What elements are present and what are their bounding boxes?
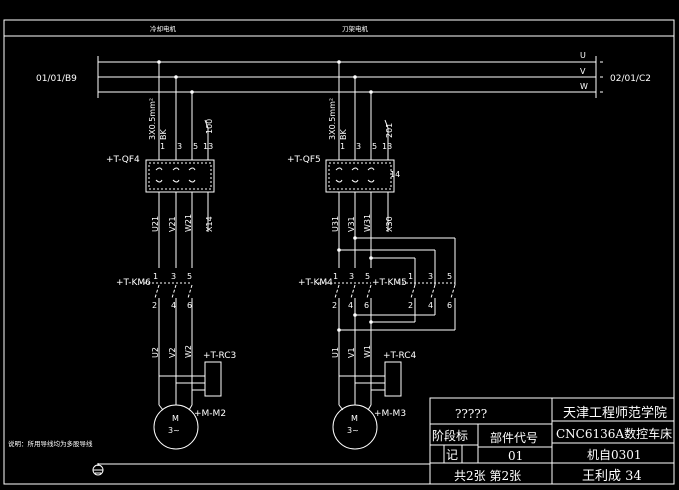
section-label-left: 冷却电机 bbox=[150, 24, 177, 33]
c1-term-top-1: 1 bbox=[160, 142, 165, 151]
title-unknown: ????? bbox=[455, 407, 487, 421]
c2-km-top-3: 3 bbox=[349, 272, 354, 281]
c2-motor-tag: +M-M3 bbox=[374, 409, 406, 419]
title-part-code-label: 部件代号 bbox=[490, 430, 538, 445]
cross-ref-right: 02/01/C2 bbox=[610, 74, 651, 84]
c1-phase-v2: V2 bbox=[168, 347, 177, 358]
c2-term-top-13: 13 bbox=[382, 142, 392, 151]
ground-icon bbox=[92, 463, 104, 476]
c1-km-top-5: 5 bbox=[187, 272, 192, 281]
c2-aux-bottom: X30 bbox=[385, 216, 394, 232]
c2-km-top-5: 5 bbox=[365, 272, 370, 281]
c1-motor-label: M bbox=[172, 414, 179, 423]
c1-motor-sub: 3~ bbox=[168, 426, 180, 435]
c2-phase-w31: W31 bbox=[363, 214, 372, 232]
c2-km5-bottom-2: 2 bbox=[408, 301, 413, 310]
c2-contactor1-label: +T-KM4 bbox=[298, 278, 333, 288]
c2-wire-bk: BK bbox=[339, 129, 348, 140]
c2-km5-bottom-4: 4 bbox=[428, 301, 433, 310]
title-stage-label: 阶段标 bbox=[432, 428, 468, 443]
title-part-code: 01 bbox=[508, 449, 523, 463]
c2-km5-top-1: 1 bbox=[408, 272, 413, 281]
circuit-2-wiring bbox=[318, 60, 456, 450]
c2-phase-v1: V1 bbox=[347, 347, 356, 358]
c1-rc-label: +T-RC3 bbox=[203, 351, 236, 361]
c1-phase-u2: U2 bbox=[151, 347, 160, 358]
c1-contactor-label: +T-KM6 bbox=[116, 278, 151, 288]
c2-aux-top: 201 bbox=[385, 123, 394, 138]
c2-phase-u31: U31 bbox=[331, 216, 340, 232]
wiring-note: 说明：所用导线均为多股导线 bbox=[8, 439, 93, 448]
c1-km-bottom-4: 4 bbox=[171, 301, 176, 310]
circuit-1-wiring bbox=[140, 60, 222, 450]
c1-km-bottom-6: 6 bbox=[187, 301, 192, 310]
c1-phase-u21: U21 bbox=[151, 216, 160, 232]
title-drawing-no: 机自0301 bbox=[587, 448, 642, 462]
bus-label-v: V bbox=[580, 67, 586, 76]
c2-km-top-1: 1 bbox=[333, 272, 338, 281]
cross-ref-left: 01/01/B9 bbox=[36, 74, 77, 84]
title-school: 天津工程师范学院 bbox=[563, 405, 667, 421]
c2-term-top-3: 3 bbox=[356, 142, 361, 151]
drawing-frame bbox=[3, 19, 675, 485]
c2-km-bottom-6: 6 bbox=[364, 301, 369, 310]
c2-wire-spec: 3X0.5mm² bbox=[328, 98, 337, 140]
c1-wire-bk: BK bbox=[159, 129, 168, 140]
c1-km-top-3: 3 bbox=[171, 272, 176, 281]
c1-phase-v21: V21 bbox=[168, 216, 177, 232]
c2-contactor2-label: +T-KM5 bbox=[372, 278, 407, 288]
bus-label-u: U bbox=[580, 51, 586, 60]
c2-phase-w1: W1 bbox=[363, 345, 372, 358]
c2-breaker-label: +T-QF5 bbox=[287, 155, 321, 165]
c1-aux-top: 100 bbox=[205, 119, 214, 134]
bus-label-w: W bbox=[580, 82, 588, 91]
c1-km-bottom-2: 2 bbox=[152, 301, 157, 310]
c2-phase-u1: U1 bbox=[331, 347, 340, 358]
c2-term-bottom-14: 14 bbox=[390, 170, 400, 179]
c1-km-top-1: 1 bbox=[153, 272, 158, 281]
c2-km5-top-3: 3 bbox=[428, 272, 433, 281]
c2-term-top-5: 5 bbox=[372, 142, 377, 151]
c2-km-bottom-4: 4 bbox=[348, 301, 353, 310]
title-block-frame bbox=[429, 397, 675, 485]
c1-term-top-3: 3 bbox=[177, 142, 182, 151]
c1-phase-w2: W2 bbox=[184, 345, 193, 358]
c2-motor-sub: 3~ bbox=[347, 426, 359, 435]
power-bus bbox=[97, 56, 603, 98]
c1-motor-tag: +M-M2 bbox=[194, 409, 226, 419]
c2-rc-label: +T-RC4 bbox=[383, 351, 417, 361]
c1-wire-spec: 3X0.5mm² bbox=[148, 98, 157, 140]
c2-term-top-1: 1 bbox=[340, 142, 345, 151]
title-author: 王利成 34 bbox=[582, 469, 642, 484]
title-sheets: 共2张 第2张 bbox=[454, 469, 521, 483]
title-machine: CNC6136A数控车床 bbox=[556, 426, 672, 441]
c2-km5-top-5: 5 bbox=[447, 272, 452, 281]
c1-phase-w21: W21 bbox=[184, 214, 193, 232]
c1-breaker-label: +T-QF4 bbox=[106, 155, 140, 165]
title-stage-label2: 记 bbox=[446, 448, 458, 462]
c1-aux-bottom: X14 bbox=[205, 216, 214, 232]
c1-term-top-5: 5 bbox=[193, 142, 198, 151]
c1-term-top-13: 13 bbox=[203, 142, 213, 151]
section-label-right: 刀架电机 bbox=[342, 24, 369, 33]
c2-km-bottom-2: 2 bbox=[332, 301, 337, 310]
c2-phase-v31: V31 bbox=[347, 216, 356, 232]
c2-motor-label: M bbox=[351, 414, 358, 423]
c2-km5-bottom-6: 6 bbox=[447, 301, 452, 310]
